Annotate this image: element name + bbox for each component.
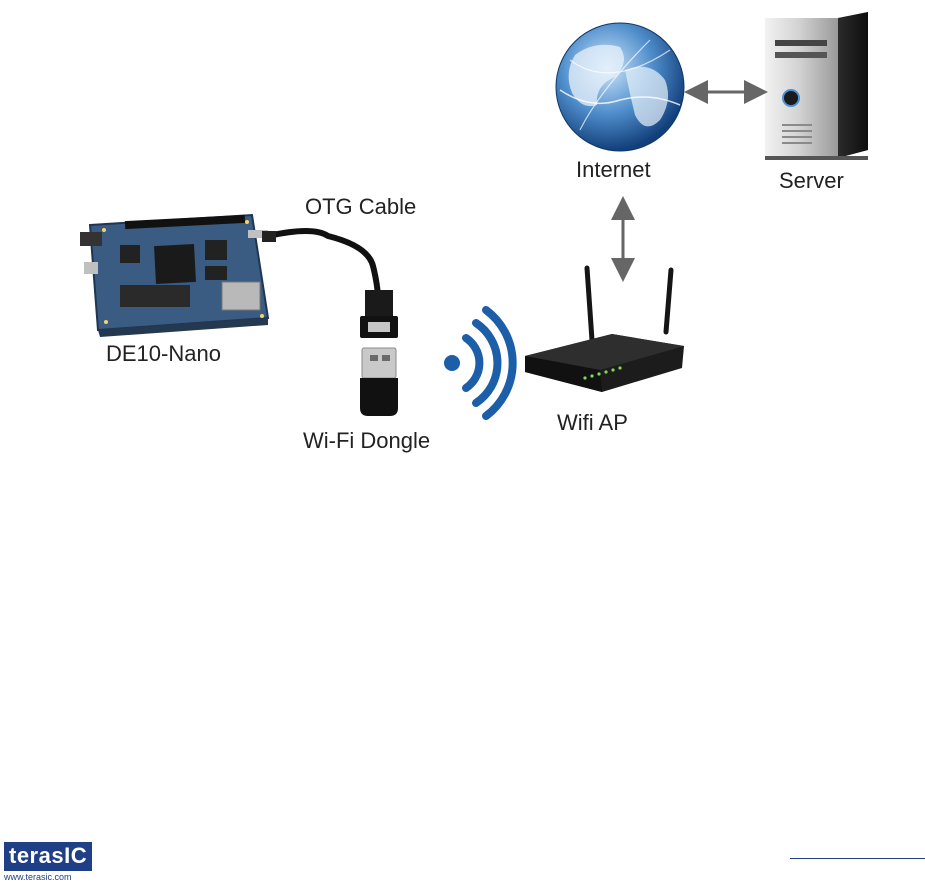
internet-globe-icon <box>555 22 685 152</box>
footer-divider <box>790 858 925 859</box>
wifi-signal-icon <box>444 306 517 420</box>
wifi-router-icon <box>525 265 684 392</box>
logo-text: terasIC <box>4 842 93 871</box>
wifi-ap-label: Wifi AP <box>557 410 628 435</box>
logo-url: www.terasic.com <box>4 872 72 882</box>
otg-usb-socket-icon <box>360 290 398 338</box>
internet-label: Internet <box>576 157 651 182</box>
de10-nano-label: DE10-Nano <box>106 341 221 366</box>
otg-cable-icon <box>265 228 381 303</box>
wifi-dongle-icon <box>360 347 398 416</box>
server-tower-icon <box>765 12 868 160</box>
wifi-dongle-label: Wi-Fi Dongle <box>303 428 431 453</box>
terasic-logo: terasIC www.terasic.com <box>4 842 93 882</box>
de10-nano-board-icon <box>80 213 270 337</box>
otg-micro-usb-plug-icon <box>262 231 276 242</box>
otg-cable-label: OTG Cable <box>305 194 417 219</box>
server-label: Server <box>779 168 844 193</box>
